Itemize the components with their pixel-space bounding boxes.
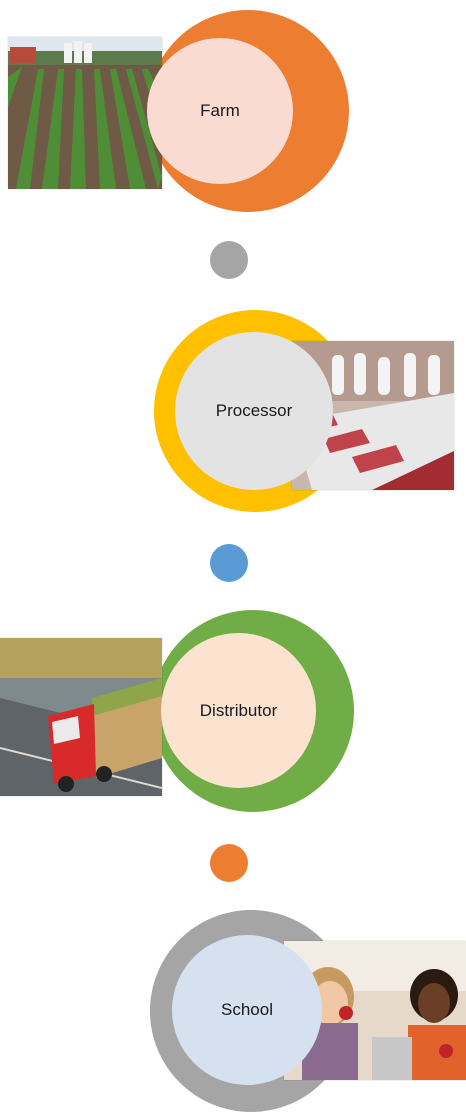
school-label: School [221, 1000, 273, 1019]
farm-field-photo [8, 37, 162, 189]
connector-dot-blue [210, 544, 248, 582]
farm-label: Farm [200, 101, 240, 120]
produce-truck-photo [0, 638, 162, 796]
connector-dot-orange [210, 844, 248, 882]
distributor-circle: Distributor [161, 633, 316, 788]
distributor-label: Distributor [199, 700, 278, 720]
connector-dot-gray [210, 241, 248, 279]
farm-circle: Farm [147, 38, 293, 184]
school-circle: School [172, 935, 322, 1085]
processor-label: Processor [215, 401, 293, 420]
processor-circle: Processor [175, 332, 333, 490]
